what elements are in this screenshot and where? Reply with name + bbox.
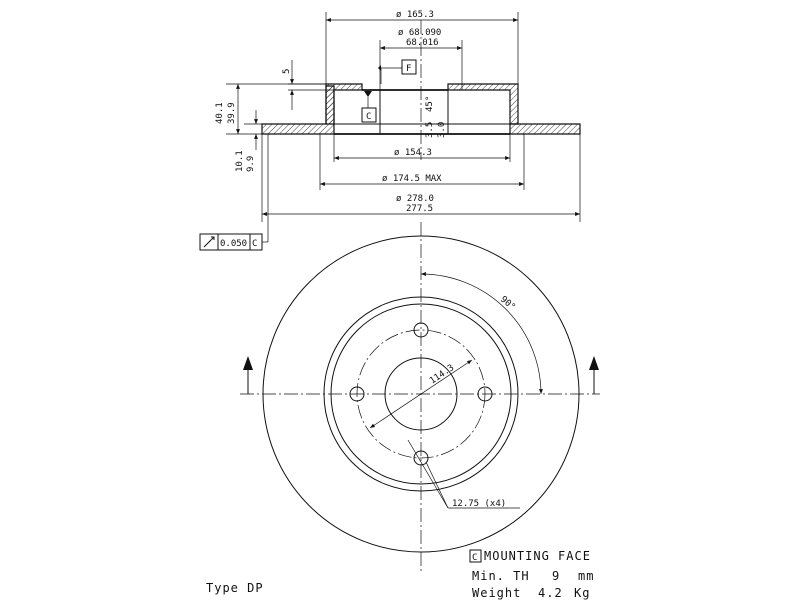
dim-chamfer-angle: 45°	[425, 96, 435, 112]
runout-symbol-icon	[203, 236, 215, 248]
section-hat-top-right	[447, 83, 519, 125]
bolt-hole-bottom	[413, 450, 429, 466]
dim-height-min: 39.9	[227, 102, 237, 124]
section-arrow-left-icon	[243, 356, 253, 370]
dim-outer-hat: ø 165.3	[396, 10, 434, 20]
datum-f-label: F	[406, 64, 411, 74]
weight-value: 4.2	[538, 586, 563, 600]
weight-unit: Kg	[574, 586, 590, 600]
weight-label: Weight	[472, 586, 521, 600]
datum-c-label: C	[366, 112, 371, 122]
notes-block: C MOUNTING FACE Min. TH 9 mm Weight 4.2 …	[206, 549, 594, 600]
min-th-unit: mm	[578, 569, 594, 583]
runout-ref: C	[252, 239, 257, 249]
section-right-flange	[509, 123, 581, 135]
min-th-label: Min. TH	[472, 569, 530, 583]
section-left-flange	[261, 85, 335, 135]
dim-chamfer-1: 3.5	[425, 122, 435, 138]
dim-hole-angle: 90°	[498, 295, 517, 313]
runout-value: 0.050	[220, 239, 247, 249]
type-label: Type DP	[206, 581, 264, 595]
dim-chamfer-2: 3.0	[437, 122, 447, 138]
dim-max-diameter: ø 174.5 MAX	[382, 174, 442, 184]
dim-height-max: 40.1	[215, 102, 225, 124]
section-view: ø 165.3 ø 68.090 68.016 F C 3.5 3.0 45° …	[215, 10, 581, 222]
mounting-box-label: C	[472, 553, 477, 563]
dim-hat-inner: ø 154.3	[394, 148, 432, 158]
dim-holes: 12.75 (x4)	[452, 499, 506, 509]
front-view: 114.3 90° 12.75 (x4)	[240, 222, 600, 574]
dim-disc-thickness-min: 9.9	[246, 156, 256, 172]
min-th-value: 9	[552, 569, 560, 583]
mounting-face-label: MOUNTING FACE	[484, 549, 591, 563]
bolt-hole-left	[349, 386, 365, 402]
runout-tolerance-frame: 0.050 C	[199, 134, 269, 251]
section-arrow-right-icon	[589, 356, 599, 370]
dim-disc-thickness-max: 10.1	[235, 150, 245, 172]
dim-disc-min: 277.5	[406, 204, 433, 214]
dim-bore-max: ø 68.090	[398, 28, 441, 38]
dim-disc-max: ø 278.0	[396, 194, 434, 204]
dim-bore-min: 68.016	[406, 38, 439, 48]
dim-thickness-5: 5	[282, 69, 292, 74]
